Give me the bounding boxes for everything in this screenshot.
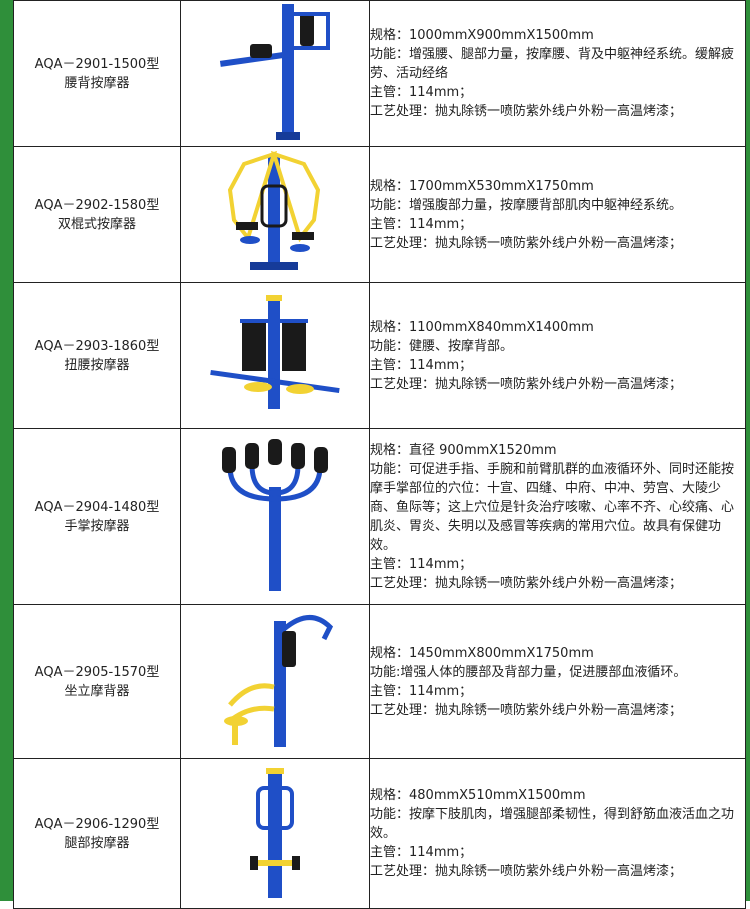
product-code: AQA－2902-1580型 <box>34 197 160 213</box>
product-code: AQA－2904-1480型 <box>34 499 160 515</box>
spec-cell: 规格：1450mmX800mmX1750mm 功能:增强人体的腰部及背部力量，促… <box>369 604 746 759</box>
product-name: 扭腰按摩器 <box>64 357 130 373</box>
spec-text: 规格：1700mmX530mmX1750mm <box>370 178 594 194</box>
table-row: AQA－2902-1580型 双棍式按摩器 规格：1700mmX530mmX17… <box>13 146 746 283</box>
function-text: 功能：增强腹部力量，按摩腰背部肌肉中躯神经系统。 <box>370 197 683 213</box>
table-row: AQA－2903-1860型 扭腰按摩器 规格：1100mmX840mmX140… <box>13 282 746 429</box>
product-code: AQA－2905-1570型 <box>34 664 160 680</box>
spec-cell: 规格：直径 900mmX1520mm 功能：可促进手指、手腕和前臂肌群的血液循环… <box>369 428 746 605</box>
product-code: AQA－2901-1500型 <box>34 56 160 72</box>
product-name: 双棍式按摩器 <box>57 216 136 232</box>
model-cell: AQA－2905-1570型 坐立摩背器 <box>13 604 181 759</box>
function-text: 功能:增强人体的腰部及背部力量，促进腰部血液循环。 <box>370 664 687 680</box>
spec-text: 规格：1450mmX800mmX1750mm <box>370 645 594 661</box>
pipe-text: 主管：114mm； <box>370 85 473 100</box>
double-roller-massager-icon <box>180 146 370 283</box>
table-row: AQA－2905-1570型 坐立摩背器 规格：1450mmX800mmX175… <box>13 604 746 759</box>
spec-cell: 规格：1000mmX900mmX1500mm 功能：增强腰、腿部力量，按摩腰、背… <box>369 0 746 147</box>
leg-massager-icon <box>180 758 370 909</box>
pipe-text: 主管：114mm； <box>370 556 473 572</box>
spec-cell: 规格：480mmX510mmX1500mm 功能：按摩下肢肌肉，增强腿部柔韧性，… <box>369 758 746 909</box>
product-name: 坐立摩背器 <box>64 683 130 699</box>
spec-text: 规格：480mmX510mmX1500mm <box>370 788 586 803</box>
pipe-text: 主管：114mm； <box>370 357 473 373</box>
spec-text: 规格：1000mmX900mmX1500mm <box>370 28 594 43</box>
model-cell: AQA－2904-1480型 手掌按摩器 <box>13 428 181 605</box>
product-code: AQA－2906-1290型 <box>34 816 160 832</box>
product-code: AQA－2903-1860型 <box>34 338 160 354</box>
process-text: 工艺处理：抛丸除锈一喷防紫外线户外粉一高温烤漆； <box>370 104 683 119</box>
product-name: 腿部按摩器 <box>64 835 130 851</box>
palm-massager-icon <box>180 428 370 605</box>
pipe-text: 主管：114mm； <box>370 683 473 699</box>
table-row: AQA－2901-1500型 腰背按摩器 规格：1000mmX900mmX150… <box>13 0 746 147</box>
process-text: 工艺处理：抛丸除锈一喷防紫外线户外粉一高温烤漆； <box>370 702 683 718</box>
product-name: 手掌按摩器 <box>64 518 130 534</box>
process-text: 工艺处理：抛丸除锈一喷防紫外线户外粉一高温烤漆； <box>370 864 683 879</box>
spec-text: 规格：1100mmX840mmX1400mm <box>370 319 594 335</box>
spec-cell: 规格：1100mmX840mmX1400mm 功能：健腰、按摩背部。 主管：11… <box>369 282 746 429</box>
model-cell: AQA－2902-1580型 双棍式按摩器 <box>13 146 181 283</box>
waist-back-massager-icon <box>180 0 370 147</box>
function-text: 功能：可促进手指、手腕和前臂肌群的血液循环外、同时还能按摩手掌部位的穴位：十宣、… <box>370 461 735 553</box>
function-text: 功能：健腰、按摩背部。 <box>370 338 514 354</box>
function-text: 功能：按摩下肢肌肉，增强腿部柔韧性，得到舒筋血液活血之功效。 <box>370 807 735 841</box>
process-text: 工艺处理：抛丸除锈一喷防紫外线户外粉一高温烤漆； <box>370 575 683 591</box>
pipe-text: 主管：114mm； <box>370 216 473 232</box>
process-text: 工艺处理：抛丸除锈一喷防紫外线户外粉一高温烤漆； <box>370 376 683 392</box>
seated-back-rubber-icon <box>180 604 370 759</box>
pipe-text: 主管：114mm； <box>370 845 473 860</box>
spec-cell: 规格：1700mmX530mmX1750mm 功能：增强腹部力量，按摩腰背部肌肉… <box>369 146 746 283</box>
table-row: AQA－2904-1480型 手掌按摩器 规格：直径 900mmX1520mm … <box>13 428 746 605</box>
product-table: AQA－2901-1500型 腰背按摩器 规格：1000mmX900mmX150… <box>13 0 746 909</box>
process-text: 工艺处理：抛丸除锈一喷防紫外线户外粉一高温烤漆； <box>370 235 683 251</box>
function-text: 功能：增强腰、腿部力量，按摩腰、背及中躯神经系统。缓解疲劳、活动经络 <box>370 47 735 81</box>
waist-twist-massager-icon <box>180 282 370 429</box>
table-row: AQA－2906-1290型 腿部按摩器 规格：480mmX510mmX1500… <box>13 758 746 909</box>
model-cell: AQA－2901-1500型 腰背按摩器 <box>13 0 181 147</box>
model-cell: AQA－2903-1860型 扭腰按摩器 <box>13 282 181 429</box>
model-cell: AQA－2906-1290型 腿部按摩器 <box>13 758 181 909</box>
product-name: 腰背按摩器 <box>64 75 130 91</box>
spec-text: 规格：直径 900mmX1520mm <box>370 442 557 458</box>
